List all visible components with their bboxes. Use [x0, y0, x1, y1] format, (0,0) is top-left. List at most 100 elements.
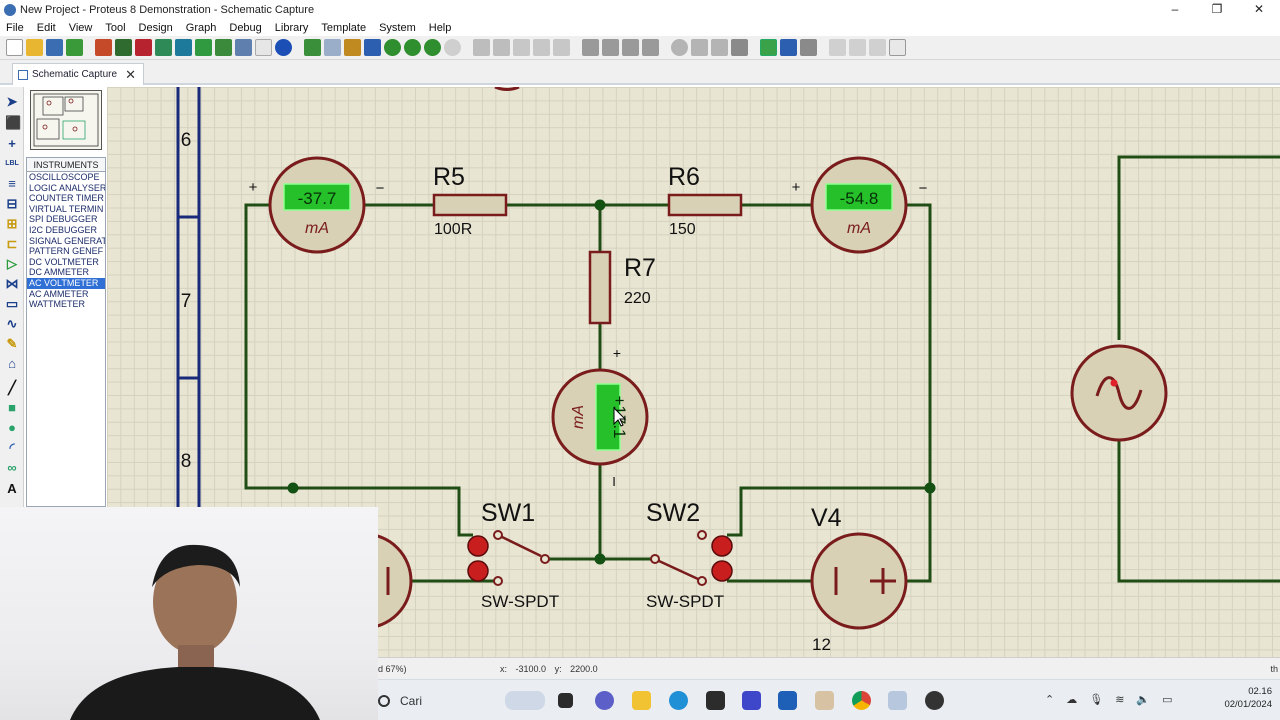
bom-icon[interactable]	[195, 39, 212, 56]
ac-source[interactable]	[1070, 344, 1168, 442]
new-sheet-icon[interactable]	[829, 39, 846, 56]
device-pins-mode-icon[interactable]: ▷	[7, 256, 17, 271]
buses-mode-icon[interactable]: ⊟	[6, 196, 18, 211]
pcb-icon[interactable]	[135, 39, 152, 56]
undo-icon[interactable]	[473, 39, 490, 56]
text-tool-icon[interactable]: A	[7, 481, 17, 496]
design-explorer-icon[interactable]	[215, 39, 232, 56]
close-tab-icon[interactable]: ✕	[125, 67, 136, 82]
battery-icon[interactable]: ▭	[1162, 694, 1173, 706]
menu-library[interactable]: Library	[274, 21, 309, 34]
instrument-item-wattmeter[interactable]: WATTMETER	[29, 299, 85, 310]
ammeter-left[interactable]: -37.7 mA + −	[249, 156, 385, 254]
origin-icon[interactable]	[344, 39, 361, 56]
source-code-icon[interactable]	[235, 39, 252, 56]
overview-window[interactable]	[30, 90, 102, 150]
search-highlight-icon[interactable]	[505, 691, 545, 710]
line-tool-icon[interactable]: ╱	[8, 380, 16, 395]
subcircuit-mode-icon[interactable]: ⊞	[6, 216, 18, 231]
search-tag-icon[interactable]	[780, 39, 797, 56]
zoom-out-icon[interactable]	[404, 39, 421, 56]
instrument-item-oscilloscope[interactable]: OSCILLOSCOPE	[29, 172, 100, 182]
obs-icon[interactable]	[925, 691, 944, 710]
vscode-like-icon[interactable]	[742, 691, 761, 710]
block-move-icon[interactable]	[602, 39, 619, 56]
notes-icon[interactable]	[255, 39, 272, 56]
menu-debug[interactable]: Debug	[229, 21, 262, 34]
home-icon[interactable]	[95, 39, 112, 56]
zoom-all-icon[interactable]	[424, 39, 441, 56]
cloud-icon[interactable]: ☁	[1066, 694, 1078, 706]
store-icon[interactable]	[778, 691, 797, 710]
dc-source-v4[interactable]: V4 12	[810, 504, 908, 654]
new-file-icon[interactable]	[6, 39, 23, 56]
switch-sw1[interactable]: SW1 SW-SPDT	[467, 499, 559, 611]
circle-tool-icon[interactable]: ●	[8, 420, 16, 435]
exit-parent-icon[interactable]	[869, 39, 886, 56]
menu-file[interactable]: File	[6, 21, 24, 34]
minimize-button[interactable]: –	[1171, 2, 1179, 16]
instrument-item-counter-timer[interactable]: COUNTER TIMER	[29, 193, 104, 204]
taskbar-search[interactable]: Cari	[378, 688, 538, 714]
block-rotate-icon[interactable]	[622, 39, 639, 56]
instrument-item-i2c-debugger[interactable]: I2C DEBUGGER	[29, 224, 98, 235]
app-cube-icon[interactable]	[706, 691, 725, 710]
proteus-taskbar-icon[interactable]	[888, 691, 907, 710]
menu-template[interactable]: Template	[321, 21, 367, 34]
block-copy-icon[interactable]	[582, 39, 599, 56]
wire-label-mode-icon[interactable]: LBL	[5, 160, 19, 167]
junction-mode-icon[interactable]: +	[8, 136, 16, 151]
instrument-item-dc-ammeter[interactable]: DC AMMETER	[29, 267, 90, 278]
gerber-icon[interactable]	[155, 39, 172, 56]
graph-mode-icon[interactable]: ⋈	[5, 276, 19, 291]
pan-icon[interactable]	[364, 39, 381, 56]
menu-view[interactable]: View	[68, 21, 93, 34]
help-icon[interactable]	[275, 39, 292, 56]
schematic-icon[interactable]	[115, 39, 132, 56]
pick-device-icon[interactable]	[671, 39, 688, 56]
copy-icon[interactable]	[533, 39, 550, 56]
probe-mode-icon[interactable]: ✎	[6, 336, 18, 351]
chrome-icon[interactable]	[852, 691, 871, 710]
ammeter-right[interactable]: -54.8 mA + −	[792, 156, 928, 254]
menu-tool[interactable]: Tool	[105, 21, 126, 34]
virtual-instruments-icon[interactable]: ⌂	[8, 356, 16, 371]
selection-mode-icon[interactable]: ➤	[6, 94, 18, 109]
resistor-r5[interactable]: R5 100R	[432, 163, 508, 238]
wifi-icon[interactable]: ≋	[1115, 694, 1125, 706]
menu-graph[interactable]: Graph	[185, 21, 217, 34]
switch-sw2[interactable]: SW2 SW-SPDT	[646, 499, 733, 611]
wire-autorouter-icon[interactable]	[760, 39, 777, 56]
generator-mode-icon[interactable]: ∿	[6, 316, 18, 331]
tape-recorder-mode-icon[interactable]: ▭	[5, 296, 19, 311]
sw1-actuator-up-icon[interactable]	[467, 535, 489, 557]
save-icon[interactable]	[46, 39, 63, 56]
component-mode-icon[interactable]: ⬛	[5, 115, 22, 130]
open-folder-icon[interactable]	[26, 39, 43, 56]
design-notes-icon[interactable]	[889, 39, 906, 56]
packaging-icon[interactable]	[711, 39, 728, 56]
paste-icon[interactable]	[553, 39, 570, 56]
file-explorer-icon[interactable]	[632, 691, 651, 710]
decompose-icon[interactable]	[731, 39, 748, 56]
tab-schematic-capture[interactable]: Schematic Capture ✕	[12, 63, 144, 85]
edge-browser-icon[interactable]	[669, 691, 688, 710]
instrument-item-pattern-generator[interactable]: PATTERN GENEF	[29, 246, 104, 257]
instrument-item-ac-voltmeter[interactable]: AC VOLTMETER	[27, 277, 105, 289]
arc-tool-icon[interactable]: ◜	[9, 440, 15, 455]
zoom-area-icon[interactable]	[444, 39, 461, 56]
zoom-in-icon[interactable]	[384, 39, 401, 56]
terminals-mode-icon[interactable]: ⊏	[6, 236, 18, 251]
menu-help[interactable]: Help	[428, 21, 452, 34]
instrument-item-dc-voltmeter[interactable]: DC VOLTMETER	[29, 256, 99, 267]
menu-edit[interactable]: Edit	[36, 21, 56, 34]
volume-icon[interactable]: 🔈	[1136, 694, 1151, 706]
sw2-actuator-up-icon[interactable]	[711, 535, 733, 557]
sw1-actuator-down-icon[interactable]	[467, 560, 489, 582]
instrument-item-logic-analyser[interactable]: LOGIC ANALYSER	[29, 182, 105, 193]
resistor-r6[interactable]: R6 150	[667, 163, 743, 238]
import-icon[interactable]	[66, 39, 83, 56]
chat-icon[interactable]	[595, 691, 614, 710]
3d-view-icon[interactable]	[175, 39, 192, 56]
cut-icon[interactable]	[513, 39, 530, 56]
